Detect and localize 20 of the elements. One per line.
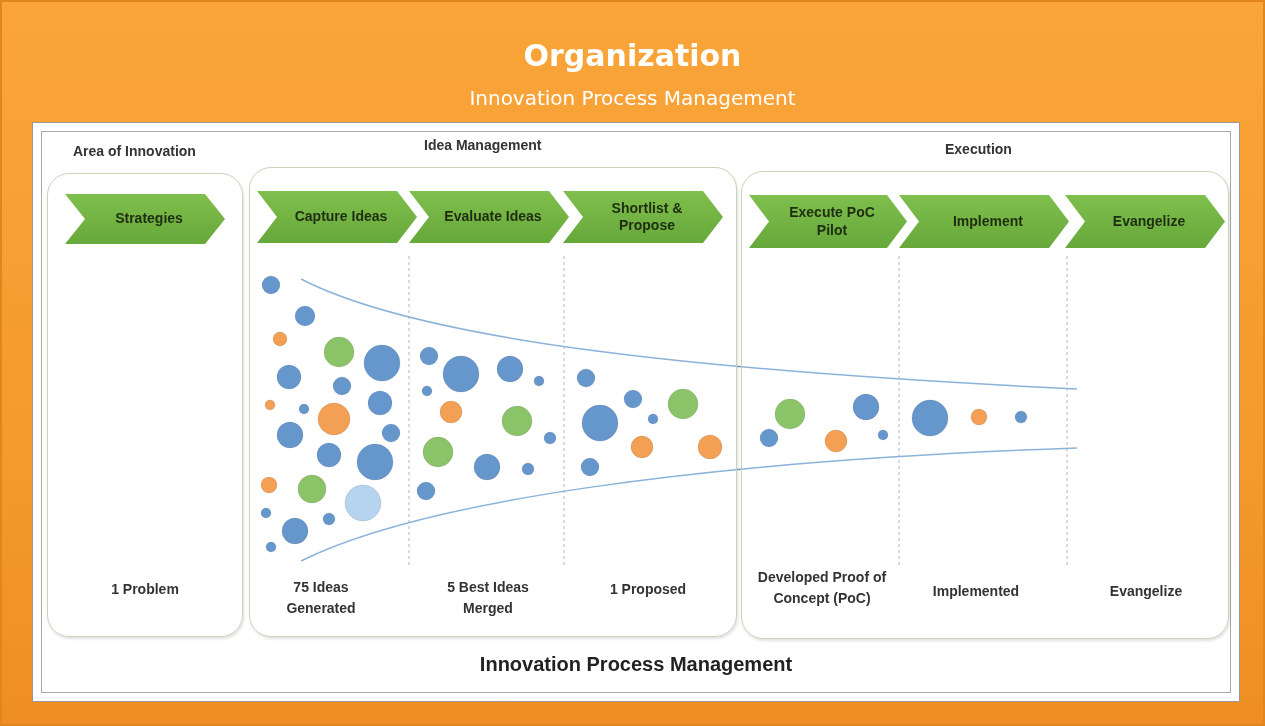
group-heading: Area of Innovation <box>73 143 196 159</box>
stage-result-label: Evangelize <box>1108 582 1184 601</box>
caption: Innovation Process Management <box>479 653 793 676</box>
group-heading: Idea Management <box>424 137 542 153</box>
chevron-step: Capture Ideas <box>257 191 417 243</box>
stage-result-label: 5 Best Ideas Merged <box>446 578 530 618</box>
chevron-step: Evaluate Ideas <box>409 191 569 243</box>
stage-result-label: 75 Ideas Generated <box>285 578 357 618</box>
subtitle: Innovation Process Management <box>468 86 797 110</box>
stage-result-label: 1 Proposed <box>608 580 688 599</box>
title: Organization <box>522 38 743 73</box>
chevron-step: Shortlist & Propose <box>563 191 723 243</box>
chevron-step: Execute PoC Pilot <box>749 195 907 248</box>
chevron-step: Evangelize <box>1065 195 1225 248</box>
stage-result-label: Implemented <box>931 582 1021 601</box>
stage-result-label: 1 Problem <box>110 580 180 599</box>
group-heading: Execution <box>945 141 1012 157</box>
chevron-step: Strategies <box>65 194 225 244</box>
chevron-step: Implement <box>899 195 1069 248</box>
stage-result-label: Developed Proof of Concept (PoC) <box>756 568 888 608</box>
